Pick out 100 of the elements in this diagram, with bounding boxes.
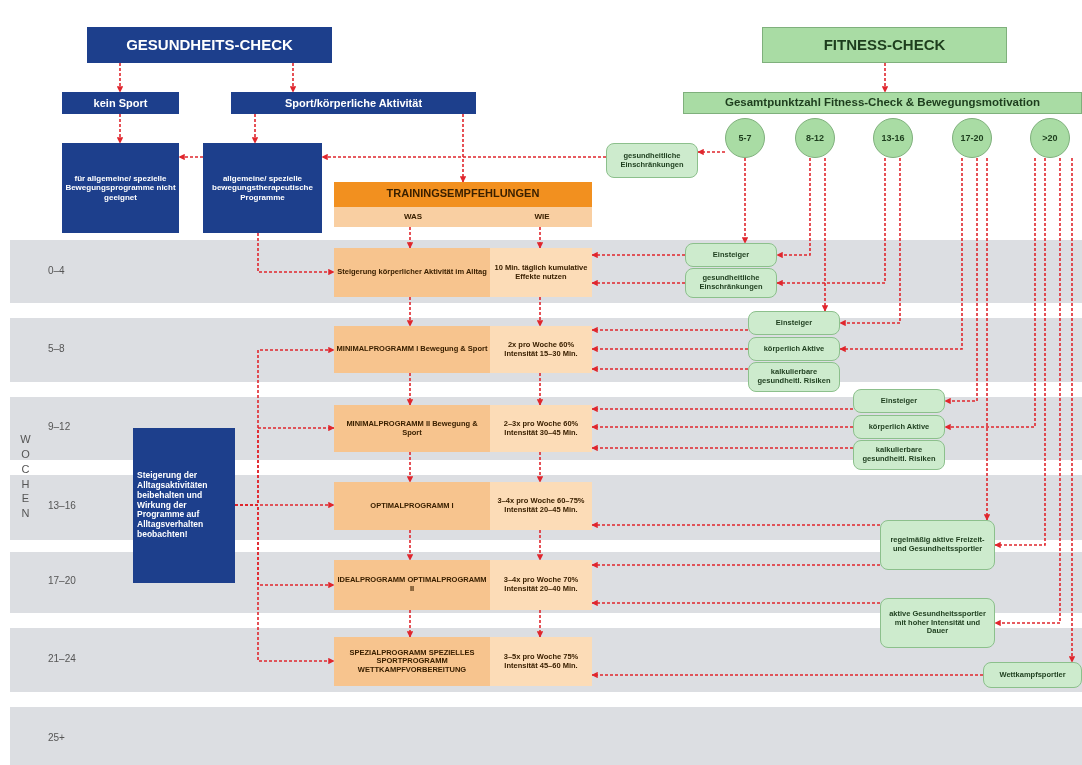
week-label: 25+ <box>48 732 65 743</box>
dosage-box <box>490 405 592 452</box>
arrow <box>591 671 984 679</box>
arrow <box>994 157 1046 549</box>
dosage-box <box>490 637 592 686</box>
box-text: 5-7 <box>738 132 752 144</box>
program-box <box>334 326 490 373</box>
arrow <box>251 113 259 144</box>
group-box <box>748 362 840 392</box>
box-text: FITNESS-CHECK <box>823 36 946 54</box>
arrow <box>406 372 414 406</box>
week-label: 21–24 <box>48 653 76 664</box>
score-circle <box>1030 118 1070 158</box>
week-label: 17–20 <box>48 575 76 586</box>
arrow <box>406 226 414 249</box>
dosage-box <box>490 326 592 373</box>
arrow <box>591 405 854 413</box>
box-text: WAS <box>403 212 423 222</box>
program-box <box>334 248 490 297</box>
arrow <box>591 279 686 287</box>
arrow <box>776 157 811 259</box>
arrow <box>591 599 881 607</box>
arrow <box>406 451 414 483</box>
arrow <box>591 326 749 334</box>
arrow <box>591 561 881 569</box>
arrow <box>406 296 414 327</box>
arrow <box>536 609 544 638</box>
arrow <box>591 444 854 452</box>
arrow <box>536 451 544 483</box>
box-text: 17-20 <box>960 132 984 144</box>
group-box <box>880 520 995 570</box>
process-box <box>62 143 179 233</box>
header-box <box>762 27 1007 63</box>
arrow <box>406 529 414 561</box>
arrow <box>881 62 889 93</box>
week-label: 5–8 <box>48 343 65 354</box>
group-box <box>853 389 945 413</box>
group-box <box>685 243 777 267</box>
arrow <box>116 62 124 93</box>
dosage-box <box>490 560 592 610</box>
dosage-box <box>490 482 592 530</box>
column-header <box>492 207 592 227</box>
arrow <box>1068 157 1076 663</box>
box-text: WIE <box>534 212 550 222</box>
score-bar <box>683 92 1082 114</box>
group-box <box>748 337 840 361</box>
header-box <box>87 27 332 63</box>
arrow <box>178 153 204 161</box>
program-box <box>334 405 490 452</box>
arrow <box>536 226 544 249</box>
program-box <box>334 637 490 686</box>
dosage-box <box>490 248 592 297</box>
group-box <box>685 268 777 298</box>
group-box <box>606 143 698 178</box>
process-box <box>62 92 179 114</box>
group-box <box>880 598 995 648</box>
arrow <box>839 157 901 327</box>
note-box <box>133 428 235 583</box>
arrow <box>116 113 124 144</box>
arrow <box>536 296 544 327</box>
program-box <box>334 482 490 530</box>
box-text: >20 <box>1042 132 1058 144</box>
arrow <box>321 153 607 161</box>
box-text: 8-12 <box>806 132 824 144</box>
score-circle <box>873 118 913 158</box>
box-text: Steigerung der Alltagsaktivitäten beibehalten und Wirkung der Programme auf Alltagsverhalten beobachten! <box>137 471 209 540</box>
arrow <box>406 609 414 638</box>
box-text: allgemeine/ spezielle bewegungstherapeutische Programme <box>211 174 314 202</box>
score-circle <box>952 118 992 158</box>
arrow <box>821 157 829 312</box>
box-text: für allgemeine/ spezielle Bewegungsprogramme nicht geeignet <box>65 174 176 202</box>
arrow <box>944 157 1036 431</box>
arrow <box>944 157 978 405</box>
column-header <box>334 207 492 227</box>
arrow <box>697 148 726 156</box>
group-box <box>748 311 840 335</box>
process-box <box>231 92 476 114</box>
box-text: Gesamtpunktzahl Fitness-Check & Bewegungsmotivation <box>725 96 1040 110</box>
arrow <box>591 423 854 431</box>
box-text: GESUNDHEITS-CHECK <box>126 36 293 54</box>
arrow <box>994 157 1061 627</box>
group-box <box>983 662 1082 688</box>
arrow <box>983 157 991 521</box>
arrow <box>741 157 749 244</box>
arrow <box>289 62 297 93</box>
week-label: 9–12 <box>48 421 71 432</box>
arrow <box>536 372 544 406</box>
axis-title: WOCHEN <box>20 432 31 522</box>
arrow <box>459 113 467 183</box>
arrow <box>536 529 544 561</box>
score-circle <box>725 118 765 158</box>
arrow <box>257 232 335 276</box>
arrow <box>591 365 749 373</box>
box-text: TRAININGSEMPFEHLUNGEN <box>386 187 540 200</box>
arrow <box>776 157 886 287</box>
group-box <box>853 440 945 470</box>
box-text: 13-16 <box>881 132 905 144</box>
week-label: 13–16 <box>48 500 76 511</box>
arrow <box>591 251 686 259</box>
table-header <box>334 182 592 227</box>
